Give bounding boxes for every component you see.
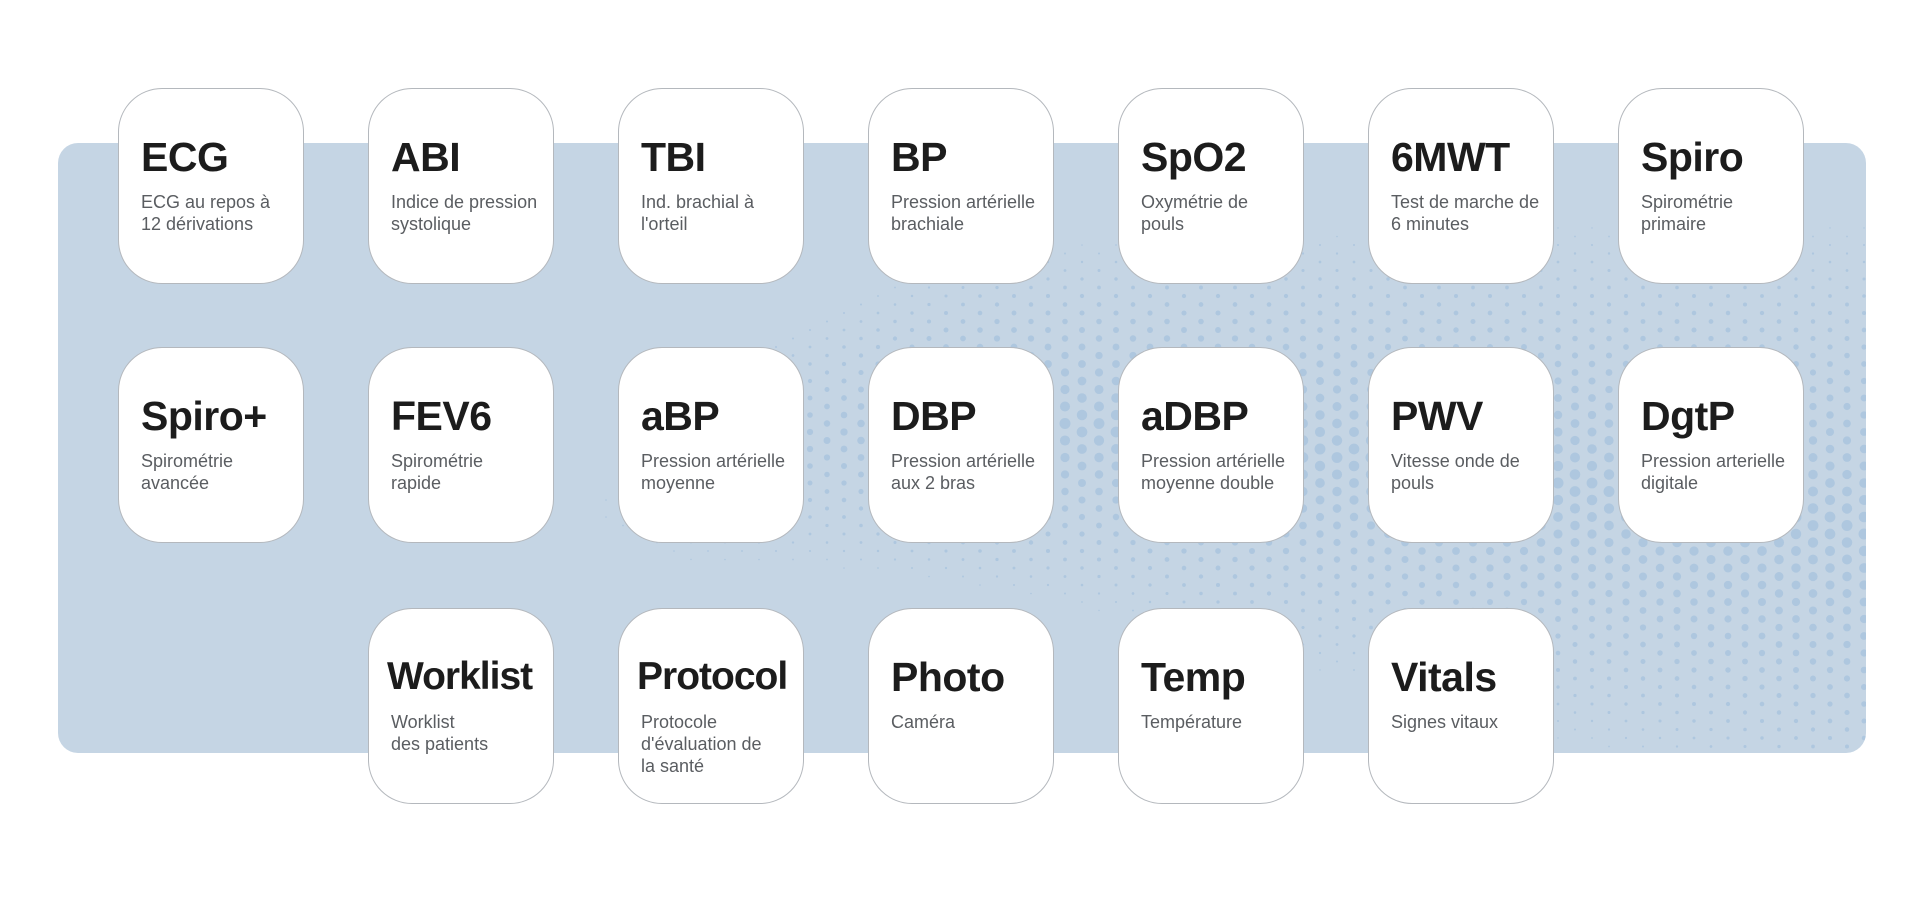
app-tile-abi[interactable]: ABI Indice de pression systolique: [368, 88, 554, 284]
app-code: aBP: [641, 393, 720, 439]
app-code: Vitals: [1391, 654, 1497, 700]
app-code: Spiro+: [141, 393, 267, 439]
app-tile-spiro-plus[interactable]: Spiro+ Spirométrie avancée: [118, 347, 304, 543]
app-description: Pression artérielle brachiale: [891, 192, 1036, 234]
app-code: 6MWT: [1391, 134, 1510, 180]
app-code: BP: [891, 134, 947, 180]
app-code: DgtP: [1641, 393, 1735, 439]
app-tile-adbp[interactable]: aDBP Pression artérielle moyenne double: [1118, 347, 1304, 543]
app-description: Oxymétrie de pouls: [1141, 192, 1249, 234]
app-code: aDBP: [1141, 393, 1249, 439]
app-description: Spirométrie avancée: [141, 451, 234, 493]
app-tile-dbp[interactable]: DBP Pression artérielle aux 2 bras: [868, 347, 1054, 543]
app-description: Ind. brachial à l'orteil: [641, 192, 755, 234]
app-tile-fev6[interactable]: FEV6 Spirométrie rapide: [368, 347, 554, 543]
app-tile-spiro[interactable]: Spiro Spirométrie primaire: [1618, 88, 1804, 284]
app-tile-worklist[interactable]: Worklist Worklist des patients: [368, 608, 554, 804]
app-description: Worklist des patients: [391, 712, 489, 754]
app-tile-photo[interactable]: Photo Caméra: [868, 608, 1054, 804]
app-tile-ecg[interactable]: ECG ECG au repos à 12 dérivations: [118, 88, 304, 284]
app-code: SpO2: [1141, 134, 1247, 180]
app-description: Spirométrie primaire: [1641, 192, 1734, 234]
app-code: FEV6: [391, 393, 492, 439]
app-tile-abp[interactable]: aBP Pression artérielle moyenne: [618, 347, 804, 543]
app-description: Test de marche de 6 minutes: [1391, 192, 1540, 234]
app-description: ECG au repos à 12 dérivations: [141, 192, 271, 234]
app-code: Worklist: [387, 655, 533, 698]
app-description: Pression artérielle moyenne double: [1141, 451, 1286, 493]
app-description: Caméra: [891, 712, 956, 732]
app-description: Pression arterielle digitale: [1641, 451, 1786, 493]
app-description: Pression artérielle moyenne: [641, 451, 786, 493]
app-code: ABI: [391, 134, 461, 180]
app-code: Photo: [891, 654, 1005, 700]
app-description: Pression artérielle aux 2 bras: [891, 451, 1036, 493]
app-description: Protocole d'évaluation de la santé: [641, 712, 762, 776]
app-tile-temp[interactable]: Temp Température: [1118, 608, 1304, 804]
app-description: Température: [1141, 712, 1243, 732]
app-code: TBI: [641, 134, 706, 180]
app-code: ECG: [141, 134, 229, 180]
app-code: Protocol: [637, 655, 788, 698]
app-tile-dgtp[interactable]: DgtP Pression arterielle digitale: [1618, 347, 1804, 543]
app-tile-6mwt[interactable]: 6MWT Test de marche de 6 minutes: [1368, 88, 1554, 284]
app-description: Spirométrie rapide: [391, 451, 484, 493]
app-tile-protocol[interactable]: Protocol Protocole d'évaluation de la sa…: [618, 608, 804, 804]
app-tile-tbi[interactable]: TBI Ind. brachial à l'orteil: [618, 88, 804, 284]
app-tile-spo2[interactable]: SpO2 Oxymétrie de pouls: [1118, 88, 1304, 284]
app-code: Spiro: [1641, 134, 1744, 180]
app-tile-vitals[interactable]: Vitals Signes vitaux: [1368, 608, 1554, 804]
app-description: Signes vitaux: [1391, 712, 1499, 732]
app-description: Vitesse onde de pouls: [1391, 451, 1520, 493]
app-tile-pwv[interactable]: PWV Vitesse onde de pouls: [1368, 347, 1554, 543]
app-code: Temp: [1141, 654, 1246, 700]
app-code: DBP: [891, 393, 977, 439]
app-code: PWV: [1391, 393, 1483, 439]
app-description: Indice de pression systolique: [391, 192, 538, 234]
app-tile-bp[interactable]: BP Pression artérielle brachiale: [868, 88, 1054, 284]
